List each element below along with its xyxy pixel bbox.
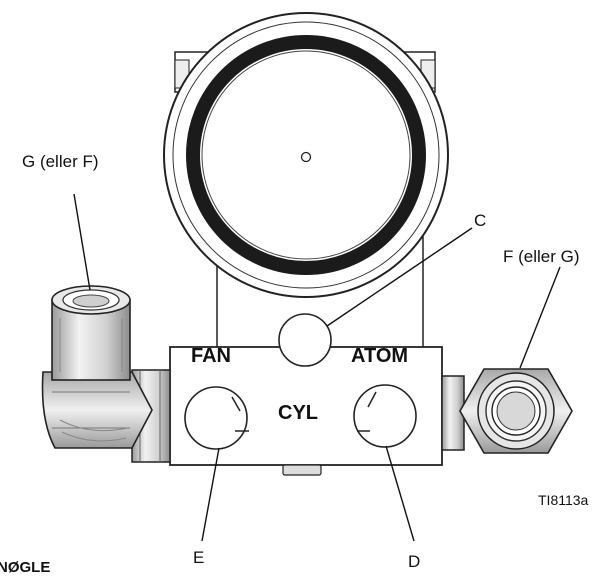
- gauge: [163, 12, 449, 298]
- callout-d: D: [408, 552, 420, 571]
- gauge-center-dot: [300, 151, 312, 163]
- label-atom: ATOM: [351, 345, 408, 367]
- leader-lines: [73, 193, 561, 542]
- callout-e: E: [193, 548, 204, 567]
- callout-g-or-f: G (eller F): [22, 152, 99, 171]
- left-elbow-fitting: [41, 285, 171, 463]
- label-fan: FAN: [191, 345, 231, 367]
- callout-f-or-g: F (eller G): [503, 247, 580, 266]
- key-heading: NØGLE: [0, 559, 50, 576]
- right-hex-fitting: [441, 368, 573, 454]
- callout-c: C: [474, 211, 486, 230]
- label-cyl: CYL: [278, 402, 318, 424]
- atom-knob: [353, 384, 417, 448]
- figure-id: TI8113a: [538, 492, 589, 508]
- fan-knob: [184, 386, 249, 450]
- port-c: [278, 313, 332, 367]
